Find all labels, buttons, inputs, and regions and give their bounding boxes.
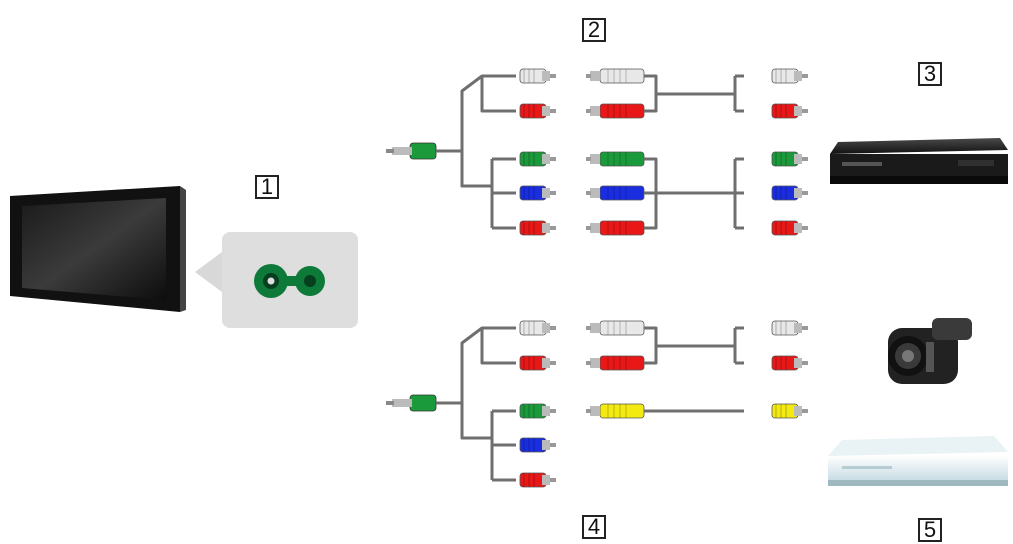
end-plug-red <box>771 103 808 119</box>
cable-set-component-top <box>386 68 808 236</box>
plug-red-audio <box>519 103 556 119</box>
label-3: 3 <box>918 62 942 86</box>
plug-green-video <box>519 403 556 419</box>
tv-icon <box>10 186 186 312</box>
inline-plug-white <box>586 320 645 336</box>
plug-white-audio <box>519 68 556 84</box>
inline-plug-red <box>586 355 645 371</box>
plug-red-video <box>519 220 556 236</box>
green-mini-plug <box>386 142 437 160</box>
plug-blue-video <box>519 437 556 453</box>
plug-white-audio <box>519 320 556 336</box>
end-plug-yellow <box>771 403 808 419</box>
inline-plug-white <box>586 68 645 84</box>
plug-green-video <box>519 151 556 167</box>
end-plug-blue <box>771 185 808 201</box>
inline-plug-red <box>586 103 645 119</box>
inline-plug-red-video <box>586 220 645 236</box>
camcorder-icon <box>888 318 972 384</box>
game-console-icon <box>828 436 1008 486</box>
label-5: 5 <box>918 518 942 542</box>
plug-red-video <box>519 472 556 488</box>
end-plug-red-video <box>771 220 808 236</box>
label-1: 1 <box>255 175 279 199</box>
end-plug-red <box>771 355 808 371</box>
av-jack-panel <box>195 232 358 328</box>
label-2: 2 <box>582 18 606 42</box>
green-mini-plug <box>386 394 437 412</box>
end-plug-white <box>771 320 808 336</box>
label-4: 4 <box>582 515 606 539</box>
av-jack-icon <box>254 264 325 298</box>
end-plug-green <box>771 151 808 167</box>
set-top-box-icon <box>830 138 1008 184</box>
inline-plug-green <box>586 151 645 167</box>
inline-plug-blue <box>586 185 645 201</box>
plug-red-audio <box>519 355 556 371</box>
end-plug-white <box>771 68 808 84</box>
inline-plug-yellow <box>586 403 645 419</box>
cable-set-component-bottom <box>386 320 808 488</box>
plug-blue-video <box>519 185 556 201</box>
